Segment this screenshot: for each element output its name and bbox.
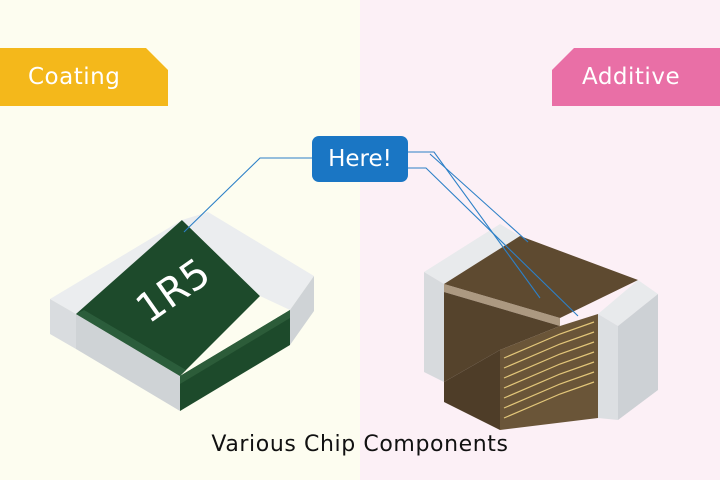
additive-label-fold <box>552 48 574 70</box>
leader-line-additive-1 <box>408 151 541 299</box>
leader-line-coating <box>183 157 313 233</box>
capacitor-right-electrode-front <box>598 314 618 420</box>
resistor-left-electrode-front <box>50 299 76 349</box>
chip-resistor: 1R5 <box>50 212 314 411</box>
leader-line-additive-3 <box>429 153 529 243</box>
capacitor-inner-electrodes <box>503 321 595 419</box>
resistor-left-electrode-side <box>76 314 180 411</box>
additive-label-text: Additive <box>582 64 681 90</box>
resistor-right-electrode-front <box>290 276 314 345</box>
caption: Various Chip Components <box>211 432 509 457</box>
coating-label-fold <box>146 48 168 70</box>
coating-label-text: Coating <box>28 64 121 90</box>
resistor-body-front <box>180 310 290 411</box>
leader-line-additive-2 <box>408 167 579 317</box>
here-callout: Here! <box>312 136 408 182</box>
callout-leader-lines <box>183 151 579 317</box>
capacitor-body-lower <box>444 350 500 430</box>
capacitor-body-top <box>444 236 638 318</box>
capacitor-right-electrode-side <box>618 294 658 420</box>
chip-capacitor <box>424 224 658 430</box>
capacitor-body-front <box>444 292 560 382</box>
capacitor-cutaway <box>500 314 598 430</box>
resistor-body-highlight <box>76 310 186 376</box>
capacitor-left-electrode-front <box>424 272 444 382</box>
coating-label: Coating <box>0 48 168 106</box>
capacitor-body-top-band <box>444 284 560 326</box>
resistor-body-front-stripe <box>180 310 290 384</box>
capacitor-left-electrode-top <box>424 224 520 284</box>
resistor-right-electrode-top <box>182 212 314 310</box>
capacitor-right-electrode-top <box>598 280 658 326</box>
additive-label: Additive <box>552 48 720 106</box>
